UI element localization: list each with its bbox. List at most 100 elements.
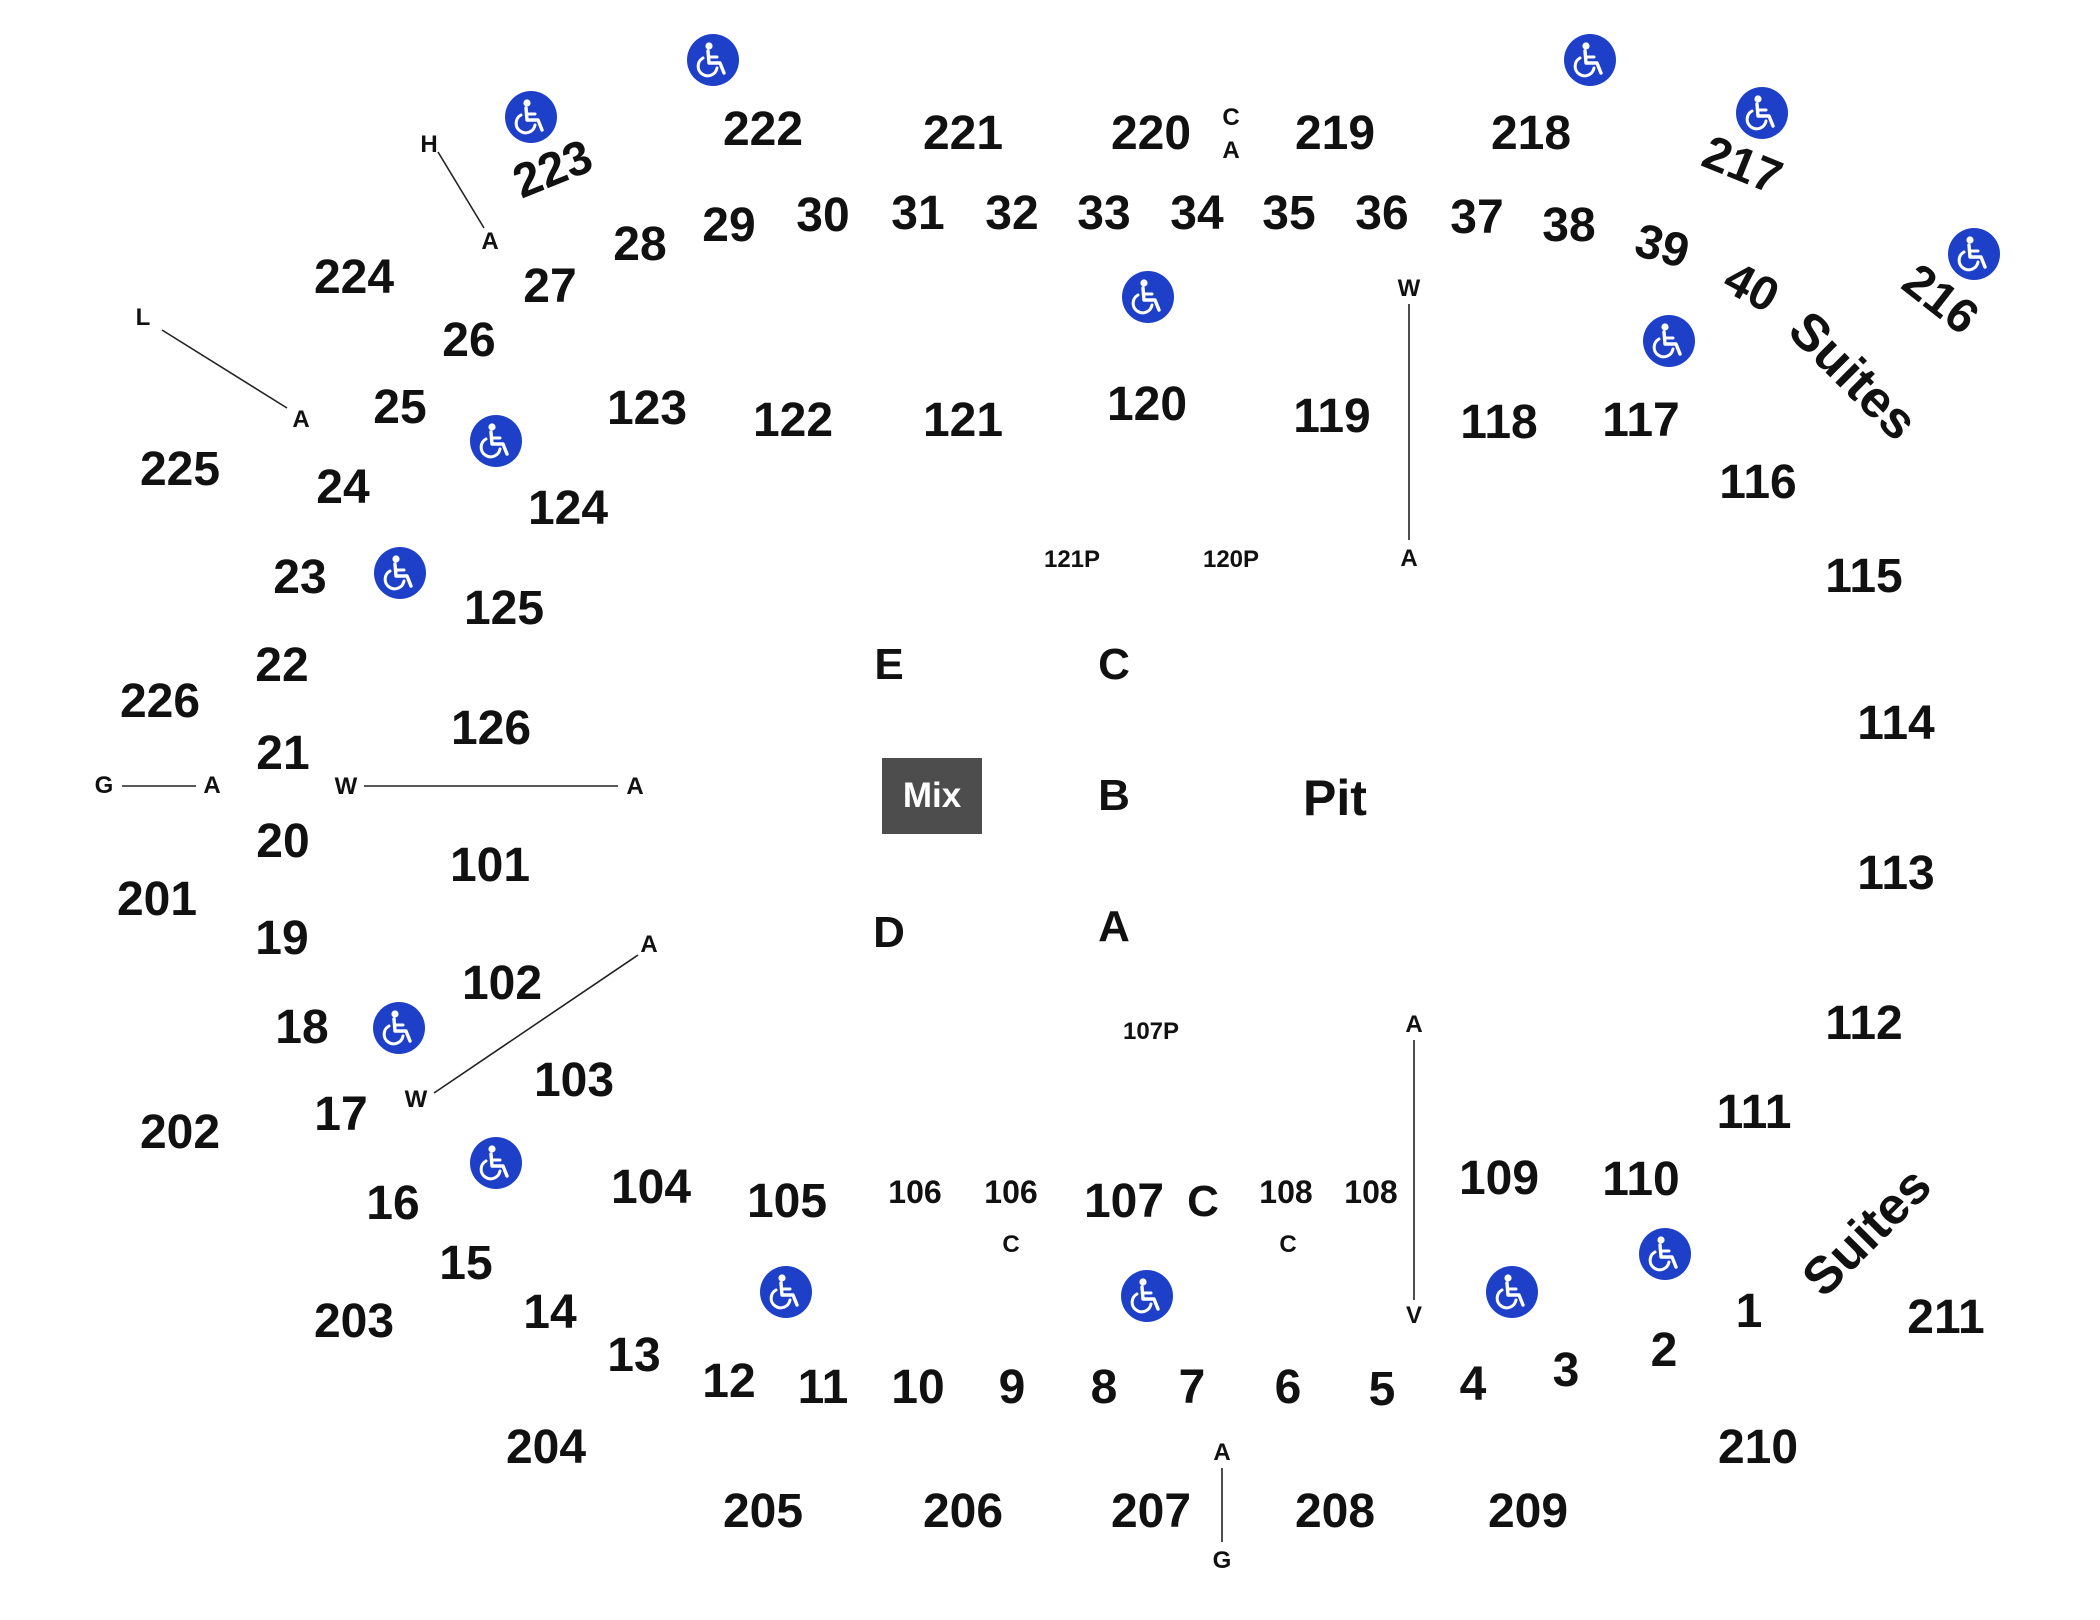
pit-label[interactable]: Pit xyxy=(1303,770,1367,826)
suite-20[interactable]: 20 xyxy=(256,815,310,868)
wheelchair-icon xyxy=(1736,87,1788,139)
suite-32[interactable]: 32 xyxy=(985,187,1039,240)
section-119[interactable]: 119 xyxy=(1293,390,1371,443)
section-124[interactable]: 124 xyxy=(527,482,609,535)
suite-4[interactable]: 4 xyxy=(1459,1358,1487,1411)
section-202[interactable]: 202 xyxy=(139,1106,221,1159)
section-118[interactable]: 118 xyxy=(1460,396,1538,449)
suite-29[interactable]: 29 xyxy=(702,199,756,252)
suite-13[interactable]: 13 xyxy=(607,1329,661,1382)
section-206[interactable]: 206 xyxy=(922,1485,1004,1538)
suite-19[interactable]: 19 xyxy=(255,912,309,965)
section-109[interactable]: 109 xyxy=(1458,1152,1540,1205)
suite-25[interactable]: 25 xyxy=(373,381,427,434)
suite-8[interactable]: 8 xyxy=(1090,1361,1118,1414)
suite-5[interactable]: 5 xyxy=(1368,1363,1396,1416)
suite-12[interactable]: 12 xyxy=(702,1355,756,1408)
section-106-right[interactable]: 106 xyxy=(984,1174,1038,1210)
section-205[interactable]: 205 xyxy=(722,1485,804,1538)
floor-section-a[interactable]: A xyxy=(1098,902,1130,951)
suite-1[interactable]: 1 xyxy=(1735,1285,1763,1338)
section-221[interactable]: 221 xyxy=(922,107,1004,160)
section-107[interactable]: 107 xyxy=(1083,1175,1165,1228)
section-107-c-label[interactable]: C xyxy=(1187,1177,1219,1226)
section-126[interactable]: 126 xyxy=(450,702,532,755)
section-219[interactable]: 219 xyxy=(1294,107,1376,160)
section-107p[interactable]: 107P xyxy=(1122,1018,1180,1045)
suite-21[interactable]: 21 xyxy=(256,727,310,780)
section-122[interactable]: 122 xyxy=(752,394,834,447)
section-120[interactable]: 120 xyxy=(1106,378,1188,431)
section-203[interactable]: 203 xyxy=(313,1295,395,1348)
suite-3[interactable]: 3 xyxy=(1552,1344,1580,1397)
section-226[interactable]: 226 xyxy=(119,675,201,728)
section-108-right[interactable]: 108 xyxy=(1344,1174,1398,1210)
section-102[interactable]: 102 xyxy=(461,957,543,1010)
suite-9[interactable]: 9 xyxy=(998,1361,1026,1414)
suite-10[interactable]: 10 xyxy=(891,1361,945,1414)
suite-22[interactable]: 22 xyxy=(255,639,309,692)
section-222[interactable]: 222 xyxy=(722,103,804,156)
section-209[interactable]: 209 xyxy=(1487,1485,1569,1538)
suite-36[interactable]: 36 xyxy=(1355,187,1409,240)
section-201[interactable]: 201 xyxy=(116,873,198,926)
suite-2[interactable]: 2 xyxy=(1650,1324,1678,1377)
section-114[interactable]: 114 xyxy=(1857,697,1935,750)
floor-section-c[interactable]: C xyxy=(1098,640,1130,689)
section-125[interactable]: 125 xyxy=(463,582,545,635)
row-marker-a-left: A xyxy=(203,772,221,799)
suite-26[interactable]: 26 xyxy=(442,314,496,367)
floor-section-d[interactable]: D xyxy=(873,908,905,957)
suite-11[interactable]: 11 xyxy=(797,1361,849,1414)
suite-37[interactable]: 37 xyxy=(1450,191,1504,244)
suite-15[interactable]: 15 xyxy=(439,1237,493,1290)
suite-38[interactable]: 38 xyxy=(1542,199,1596,252)
section-220[interactable]: 220 xyxy=(1110,107,1192,160)
section-112[interactable]: 112 xyxy=(1825,997,1903,1050)
suite-24[interactable]: 24 xyxy=(316,461,370,514)
section-210[interactable]: 210 xyxy=(1717,1421,1799,1474)
suite-34[interactable]: 34 xyxy=(1170,187,1224,240)
suite-6[interactable]: 6 xyxy=(1274,1361,1302,1414)
suite-28[interactable]: 28 xyxy=(613,218,667,271)
suite-31[interactable]: 31 xyxy=(891,187,945,240)
floor-section-e[interactable]: E xyxy=(874,640,904,689)
section-204[interactable]: 204 xyxy=(505,1421,587,1474)
section-123[interactable]: 123 xyxy=(606,382,688,435)
suite-33[interactable]: 33 xyxy=(1077,187,1131,240)
section-117[interactable]: 117 xyxy=(1602,394,1680,447)
section-111[interactable]: 111 xyxy=(1716,1086,1792,1139)
section-103[interactable]: 103 xyxy=(533,1054,615,1107)
section-113[interactable]: 113 xyxy=(1857,847,1935,900)
suite-27[interactable]: 27 xyxy=(523,260,577,313)
section-104[interactable]: 104 xyxy=(610,1161,692,1214)
section-218[interactable]: 218 xyxy=(1490,107,1572,160)
section-211[interactable]: 211 xyxy=(1907,1291,1985,1344)
wheelchair-icon xyxy=(1948,228,2000,280)
floor-section-b[interactable]: B xyxy=(1098,771,1130,820)
section-208[interactable]: 208 xyxy=(1294,1485,1376,1538)
section-121[interactable]: 121 xyxy=(922,394,1004,447)
section-224[interactable]: 224 xyxy=(313,251,395,304)
section-110[interactable]: 110 xyxy=(1602,1153,1680,1206)
suite-30[interactable]: 30 xyxy=(796,189,850,242)
suite-35[interactable]: 35 xyxy=(1262,187,1316,240)
section-108-left[interactable]: 108 xyxy=(1259,1174,1313,1210)
section-120p[interactable]: 120P xyxy=(1202,546,1260,573)
suite-18[interactable]: 18 xyxy=(275,1001,329,1054)
suite-17[interactable]: 17 xyxy=(314,1088,368,1141)
suite-7[interactable]: 7 xyxy=(1178,1361,1206,1414)
mix-booth: Mix xyxy=(882,758,982,834)
section-106-left[interactable]: 106 xyxy=(888,1174,942,1210)
section-105[interactable]: 105 xyxy=(746,1175,828,1228)
wheelchair-icon xyxy=(373,1002,425,1054)
suite-16[interactable]: 16 xyxy=(366,1177,420,1230)
section-115[interactable]: 115 xyxy=(1825,550,1903,603)
section-207[interactable]: 207 xyxy=(1110,1485,1192,1538)
section-225[interactable]: 225 xyxy=(139,443,221,496)
section-101[interactable]: 101 xyxy=(449,839,531,892)
suite-14[interactable]: 14 xyxy=(523,1286,577,1339)
section-121p[interactable]: 121P xyxy=(1043,546,1101,573)
suite-23[interactable]: 23 xyxy=(273,551,327,604)
section-116[interactable]: 116 xyxy=(1719,456,1797,509)
